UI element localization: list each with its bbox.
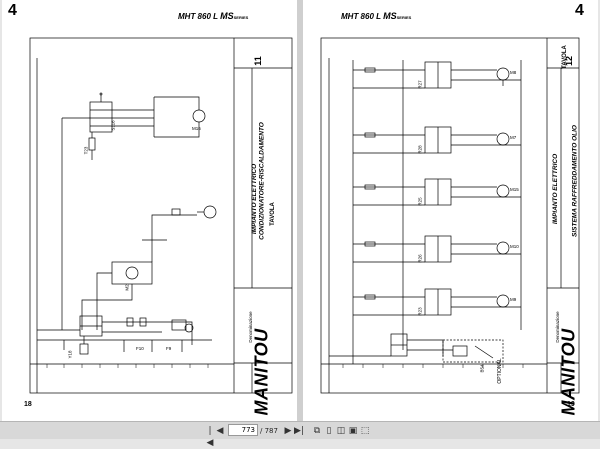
model-text: MHT 860 L — [178, 12, 218, 21]
model-logo-sub: SERIES — [396, 15, 412, 20]
model-logo-sub: SERIES — [233, 15, 249, 20]
component-label: M9 — [510, 297, 517, 302]
component-label: M15 — [510, 187, 519, 192]
table-number-wrap: 11 — [248, 51, 266, 71]
page-number: 18 — [24, 401, 32, 408]
component-label: M10 — [510, 244, 519, 249]
model-heading: MHT 860 L MSSERIES — [178, 11, 248, 21]
subsystem-title-wrap: CONDIZIONATORE-RISCALDAMENTO — [251, 104, 269, 259]
last-page-icon[interactable]: ▶| — [294, 426, 304, 436]
document-page-right: MHT 860 L MSSERIES 4 — [303, 0, 598, 421]
next-page-icon[interactable]: ▶ — [284, 426, 292, 436]
copy-icon[interactable]: ⧉ — [313, 426, 321, 436]
component-label: F10 — [136, 346, 144, 351]
component-label: B54 — [479, 364, 485, 373]
subsystem-title-wrap: SISTEMA RAFFREDDAMENTO OLIO — [564, 104, 582, 259]
system-title-wrap: IMPIANTO ELETTRICO — [544, 129, 562, 249]
component-label: M8 — [510, 70, 517, 75]
model-logo: MS — [220, 11, 234, 21]
component-label: Y18 — [67, 350, 73, 359]
model-text: MHT 860 L — [341, 12, 381, 21]
component-label: F9 — [166, 346, 172, 351]
optional-label: OPTIONAL — [497, 358, 503, 384]
fit-page-icon[interactable]: ▣ — [348, 426, 358, 436]
page-number-input[interactable]: 773 — [228, 424, 258, 436]
table-number: 11 — [253, 56, 263, 66]
brand-logo: MANITOU — [251, 328, 272, 416]
component-label: M2 — [124, 284, 130, 291]
two-page-icon[interactable]: ◫ — [336, 426, 346, 436]
component-label: R25 — [417, 197, 423, 206]
section-number: 4 — [575, 2, 584, 19]
page-number: 19 — [567, 401, 575, 408]
prev-page-icon[interactable]: ◀ — [216, 426, 224, 436]
system-title: IMPIANTO ELETTRICO — [552, 153, 559, 225]
first-page-icon[interactable]: |◀ — [206, 426, 214, 448]
viewer-toolbar: |◀ ◀ 773 / 787 ▶ ▶| ⧉ ▯ ◫ ▣ ⬚ — [0, 421, 600, 448]
section-number: 4 — [8, 2, 17, 19]
schematic-left — [29, 37, 293, 394]
component-label: R23 — [417, 307, 423, 316]
optional-label-wrap: OPTIONAL — [488, 351, 506, 391]
schematic-right — [320, 37, 580, 394]
model-logo: MS — [383, 11, 397, 21]
component-label: R27 — [417, 80, 423, 89]
component-label: M16 — [192, 126, 201, 131]
table-number-wrap: 12 — [559, 51, 577, 71]
model-heading: MHT 860 L MSSERIES — [341, 11, 411, 21]
component-label: T23 — [83, 146, 89, 155]
fit-width-icon[interactable]: ⬚ — [360, 426, 370, 436]
component-label: R28 — [417, 145, 423, 154]
page-total: / 787 — [260, 427, 278, 435]
component-label: S116 — [110, 120, 116, 131]
component-label: R26 — [417, 254, 423, 263]
page-gutter — [297, 0, 303, 421]
component-label: M7 — [510, 135, 517, 140]
document-page-left: 4 MHT 860 L MSSERIES — [2, 0, 297, 421]
table-number: 12 — [564, 56, 574, 67]
subsystem-title: SISTEMA RAFFREDDAMENTO OLIO — [571, 125, 579, 237]
single-page-icon[interactable]: ▯ — [326, 426, 332, 436]
subsystem-title: CONDIZIONATORE-RISCALDAMENTO — [258, 122, 266, 240]
